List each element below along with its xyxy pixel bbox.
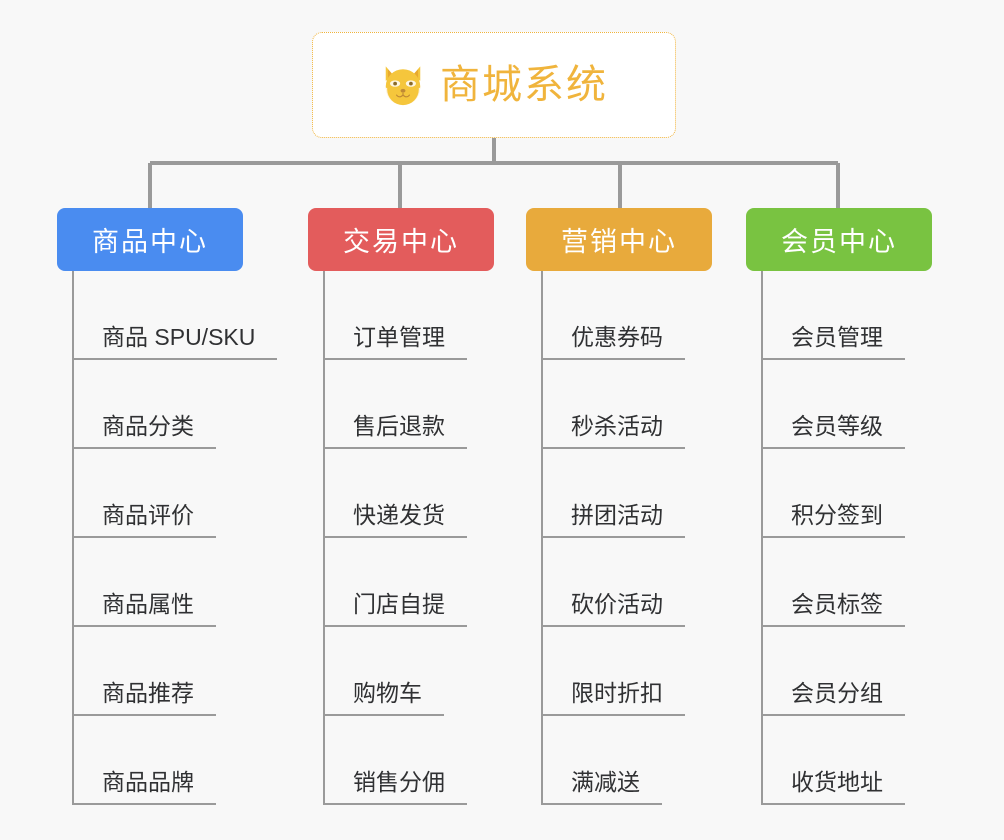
leaf-item[interactable]: 积分签到 [746,449,932,538]
branch-header-3[interactable]: 会员中心 [746,208,932,271]
dog-face-icon [385,66,421,106]
leaf-underline: 会员分组 [761,679,905,716]
leaf-label: 订单管理 [353,323,445,350]
branch-column-2: 营销中心 优惠券码 秒杀活动 拼团活动 砍价活动 [526,208,712,805]
leaf-label: 限时折扣 [571,679,663,706]
leaf-underline: 商品属性 [72,590,216,627]
leaf-label: 会员分组 [791,679,883,706]
leaf-label: 购物车 [353,679,422,706]
leaf-spine [761,271,763,805]
branch-header-label: 会员中心 [781,227,897,257]
leaf-underline: 商品分类 [72,412,216,449]
leaf-item[interactable]: 订单管理 [308,271,494,360]
leaf-underline: 商品 SPU/SKU [72,323,278,360]
branch-header-2[interactable]: 营销中心 [526,208,712,271]
branch-header-label: 商品中心 [92,227,208,257]
leaf-item[interactable]: 会员标签 [746,538,932,627]
leaf-label: 快递发货 [353,501,445,528]
leaf-list-1: 订单管理 售后退款 快递发货 门店自提 购物车 [308,271,494,805]
leaf-underline: 门店自提 [323,590,467,627]
leaf-item[interactable]: 购物车 [308,627,494,716]
leaf-item[interactable]: 砍价活动 [526,538,712,627]
leaf-label: 会员等级 [791,412,883,439]
leaf-underline: 会员等级 [761,412,905,449]
leaf-underline: 优惠券码 [541,323,685,360]
leaf-label: 商品分类 [102,412,194,439]
leaf-underline: 会员标签 [761,590,905,627]
leaf-label: 拼团活动 [571,501,663,528]
leaf-label: 优惠券码 [571,323,663,350]
leaf-label: 销售分佣 [353,768,445,795]
leaf-item[interactable]: 满减送 [526,716,712,805]
leaf-item[interactable]: 商品分类 [57,360,243,449]
root-title: 商城系统 [440,63,608,107]
leaf-item[interactable]: 商品推荐 [57,627,243,716]
leaf-label: 商品属性 [102,590,194,617]
leaf-item[interactable]: 商品品牌 [57,716,243,805]
leaf-item[interactable]: 会员管理 [746,271,932,360]
leaf-underline: 满减送 [541,768,662,805]
leaf-label: 砍价活动 [571,590,663,617]
branch-column-3: 会员中心 会员管理 会员等级 积分签到 会员标签 [746,208,932,805]
leaf-item[interactable]: 快递发货 [308,449,494,538]
leaf-underline: 商品评价 [72,501,216,538]
branch-header-label: 营销中心 [561,227,677,257]
leaf-label: 商品 SPU/SKU [102,323,256,350]
leaf-item[interactable]: 销售分佣 [308,716,494,805]
leaf-label: 秒杀活动 [571,412,663,439]
leaf-spine [72,271,74,805]
leaf-underline: 会员管理 [761,323,905,360]
leaf-item[interactable]: 会员分组 [746,627,932,716]
leaf-list-2: 优惠券码 秒杀活动 拼团活动 砍价活动 限时折扣 [526,271,712,805]
leaf-underline: 购物车 [323,679,444,716]
leaf-label: 满减送 [571,768,640,795]
leaf-label: 积分签到 [791,501,883,528]
leaf-label: 会员标签 [791,590,883,617]
leaf-spine [541,271,543,805]
branch-header-0[interactable]: 商品中心 [57,208,243,271]
leaf-spine [323,271,325,805]
leaf-item[interactable]: 优惠券码 [526,271,712,360]
leaf-underline: 快递发货 [323,501,467,538]
leaf-item[interactable]: 商品 SPU/SKU [57,271,278,360]
branch-header-1[interactable]: 交易中心 [308,208,494,271]
leaf-item[interactable]: 秒杀活动 [526,360,712,449]
leaf-underline: 拼团活动 [541,501,685,538]
leaf-underline: 商品品牌 [72,768,216,805]
branch-column-0: 商品中心 商品 SPU/SKU 商品分类 商品评价 商品属性 [57,208,278,805]
leaf-item[interactable]: 收货地址 [746,716,932,805]
leaf-label: 会员管理 [791,323,883,350]
leaf-label: 收货地址 [791,768,883,795]
leaf-item[interactable]: 门店自提 [308,538,494,627]
leaf-item[interactable]: 商品属性 [57,538,243,627]
leaf-label: 商品品牌 [102,768,194,795]
leaf-list-0: 商品 SPU/SKU 商品分类 商品评价 商品属性 商品推荐 [57,271,278,805]
root-node[interactable]: 商城系统 [312,32,676,138]
leaf-underline: 积分签到 [761,501,905,538]
leaf-underline: 订单管理 [323,323,467,360]
leaf-item[interactable]: 拼团活动 [526,449,712,538]
leaf-underline: 限时折扣 [541,679,685,716]
leaf-underline: 秒杀活动 [541,412,685,449]
branch-header-label: 交易中心 [343,227,459,257]
leaf-item[interactable]: 售后退款 [308,360,494,449]
leaf-label: 门店自提 [353,590,445,617]
leaf-label: 售后退款 [353,412,445,439]
leaf-label: 商品评价 [102,501,194,528]
leaf-item[interactable]: 商品评价 [57,449,243,538]
leaf-underline: 售后退款 [323,412,467,449]
leaf-underline: 收货地址 [761,768,905,805]
leaf-underline: 砍价活动 [541,590,685,627]
branch-column-1: 交易中心 订单管理 售后退款 快递发货 门店自提 [308,208,494,805]
leaf-list-3: 会员管理 会员等级 积分签到 会员标签 会员分组 [746,271,932,805]
leaf-underline: 销售分佣 [323,768,467,805]
leaf-item[interactable]: 会员等级 [746,360,932,449]
leaf-label: 商品推荐 [102,679,194,706]
leaf-underline: 商品推荐 [72,679,216,716]
leaf-item[interactable]: 限时折扣 [526,627,712,716]
